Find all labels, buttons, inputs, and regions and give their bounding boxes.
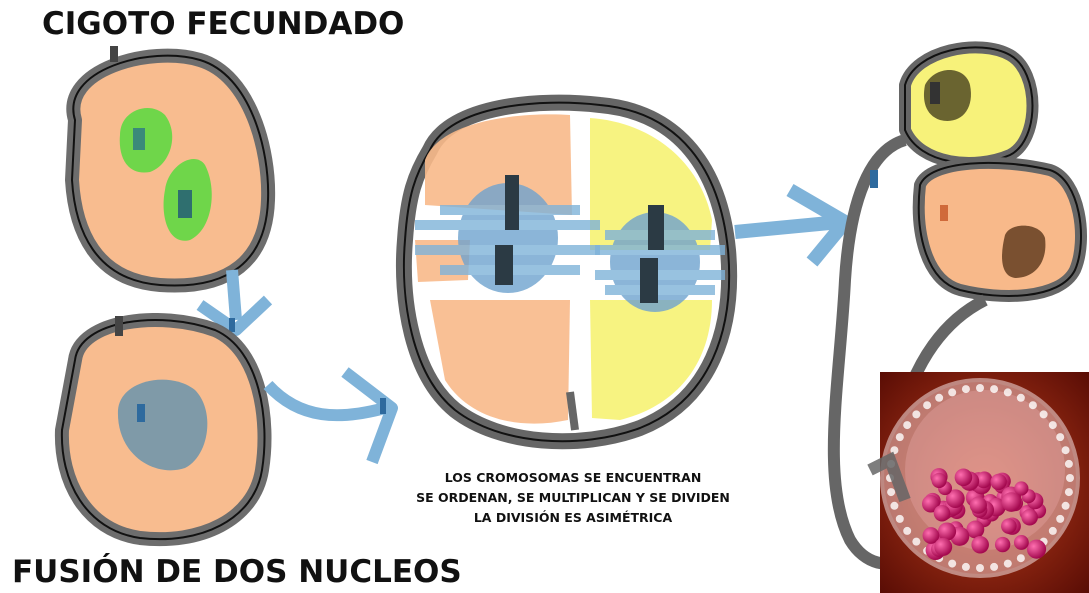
- trophoblast-dot: [923, 401, 932, 410]
- inner-cell-mass-cell: [1014, 481, 1029, 496]
- inner-cell-mass-cell: [966, 520, 985, 539]
- inner-cell-mass-cell: [975, 472, 992, 489]
- title-fusion-nucleos: FUSIÓN DE DOS NUCLEOS: [12, 554, 462, 590]
- inner-cell-mass-cell: [933, 504, 951, 522]
- trophoblast-dot: [1003, 388, 1012, 397]
- inner-cell-mass-cell: [1013, 535, 1029, 550]
- trophoblast-dot: [1028, 401, 1037, 410]
- trophoblast-dot: [1039, 410, 1048, 419]
- trophoblast-dot: [976, 384, 984, 392]
- trophoblast-dot: [1061, 446, 1070, 455]
- trophoblast-dot: [1056, 433, 1065, 442]
- fused-nucleus-cell: [54, 313, 272, 547]
- zygote-cell: [65, 46, 276, 293]
- inner-cell-mass-cell: [1001, 518, 1017, 534]
- trophoblast-dot: [1048, 421, 1057, 430]
- trophoblast-dot: [903, 421, 912, 430]
- inner-cell-mass-cell: [931, 472, 947, 489]
- trophoblast-dot: [948, 388, 957, 397]
- trophoblast-dot: [1056, 514, 1065, 523]
- dividing-cell: [395, 94, 738, 450]
- arrow-down: [196, 269, 273, 336]
- caption-line-1: LOS CROMOSOMAS SE ENCUENTRAN: [444, 470, 702, 485]
- pronucleus-2: [163, 159, 212, 241]
- inner-cell-mass-cell: [945, 489, 965, 509]
- trophoblast-dot: [1016, 554, 1025, 563]
- trophoblast-dot: [948, 559, 957, 568]
- trophoblast-dot: [912, 537, 921, 546]
- inner-cell-mass-cell: [922, 495, 940, 513]
- caption: LOS CROMOSOMAS SE ENCUENTRAN SE ORDENAN,…: [408, 468, 738, 528]
- trophoblast-dot: [990, 385, 999, 394]
- inner-cell-mass-cell: [1001, 492, 1022, 512]
- trophoblast-dot: [1003, 559, 1012, 568]
- trophoblast-dot: [912, 410, 921, 419]
- trophoblast-dot: [890, 501, 899, 510]
- inner-cell-mass-cell: [934, 537, 953, 556]
- orange-daughter-cell: [912, 156, 1087, 302]
- fused-nucleus: [117, 379, 208, 471]
- chromosome: [495, 245, 513, 285]
- trophoblast-dot: [1064, 459, 1073, 468]
- connector-line: [827, 134, 910, 570]
- trophoblast-dot: [961, 562, 970, 571]
- trophoblast-dot: [887, 488, 896, 497]
- inner-cell-mass-cell: [922, 527, 940, 544]
- trophoblast-dot: [935, 393, 944, 402]
- caption-line-3: LA DIVISIÓN ES ASIMÉTRICA: [473, 510, 673, 525]
- trophoblast-dot: [1064, 488, 1073, 497]
- inner-cell-mass-cell: [971, 536, 989, 554]
- trophoblast-dot: [895, 514, 904, 523]
- arrow-curve-right: [263, 367, 398, 465]
- chromosome: [505, 175, 519, 230]
- chromosome: [648, 205, 664, 250]
- pronucleus-1: [119, 107, 173, 173]
- trophoblast-dot: [1048, 526, 1057, 535]
- trophoblast-dot: [895, 433, 904, 442]
- inner-cell-mass-cell: [969, 496, 987, 514]
- trophoblast-dot: [1061, 501, 1070, 510]
- blastocyst-image: [867, 372, 1089, 593]
- chromosome: [640, 258, 658, 303]
- trophoblast-dot: [961, 385, 970, 394]
- title-cigoto-fecundado: CIGOTO FECUNDADO: [42, 6, 405, 42]
- trophoblast-dot: [1016, 393, 1025, 402]
- inner-cell-mass-cell: [1021, 508, 1038, 526]
- arrow-right: [734, 183, 852, 267]
- inner-cell-mass-cell: [990, 473, 1007, 491]
- trophoblast-dot: [903, 526, 912, 535]
- inner-cell-mass-cell: [994, 536, 1011, 553]
- caption-line-2: SE ORDENAN, SE MULTIPLICAN Y SE DIVIDEN: [416, 490, 730, 505]
- inner-cell-mass-cell: [954, 468, 973, 487]
- trophoblast-dot: [1066, 474, 1074, 482]
- inner-cell-mass-cell: [937, 522, 957, 541]
- trophoblast-dot: [976, 564, 984, 572]
- trophoblast-dot: [990, 562, 999, 571]
- inner-cell-mass-cell: [1026, 539, 1047, 559]
- yellow-daughter-cell: [899, 41, 1039, 169]
